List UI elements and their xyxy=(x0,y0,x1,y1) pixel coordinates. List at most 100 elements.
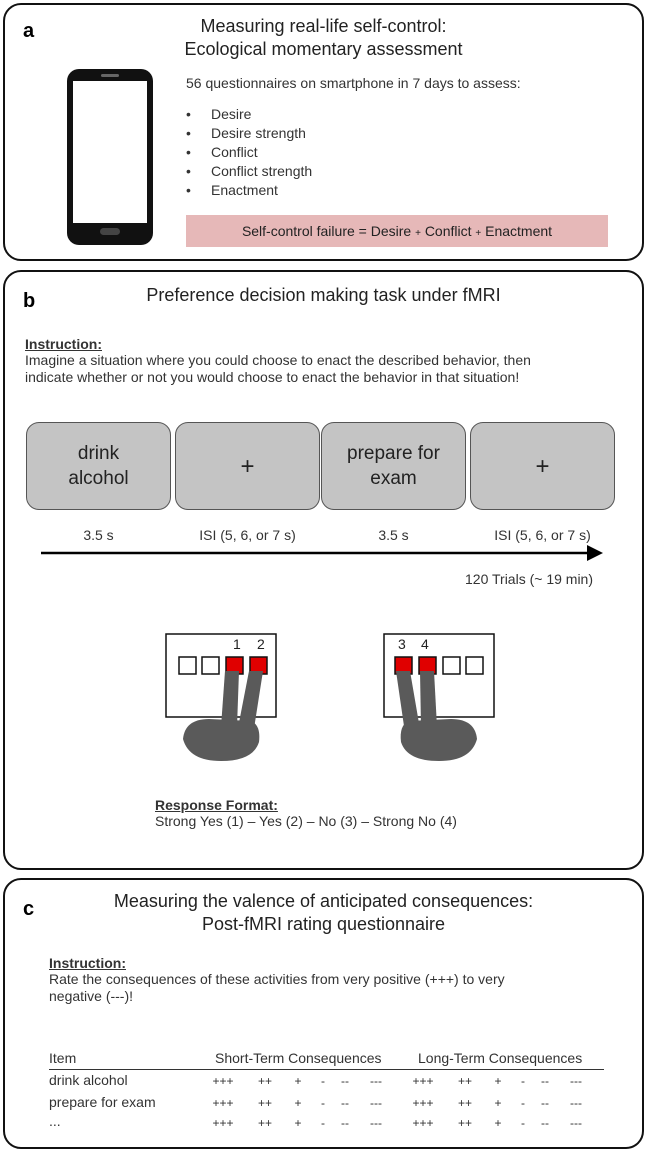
hand-icon xyxy=(183,671,263,761)
panel-letter: a xyxy=(23,20,35,42)
trial-text: alcohol xyxy=(68,468,129,489)
instruction-block: Instruction: Rate the consequences of th… xyxy=(49,955,505,1005)
rating-scale-cell: + xyxy=(494,1096,502,1110)
panel-c: c Measuring the valence of anticipated c… xyxy=(3,878,644,1149)
duration-label: ISI (5, 6, or 7 s) xyxy=(199,527,296,543)
timeline-arrow xyxy=(41,545,603,561)
rating-scale-cell: - xyxy=(321,1074,325,1088)
list-item: Conflict strength xyxy=(186,162,312,181)
phone-screen xyxy=(73,81,147,223)
rating-scale-cell: ++ xyxy=(257,1116,272,1130)
rating-scale-cell: - xyxy=(521,1096,525,1110)
key-number: 1 xyxy=(233,636,241,652)
list-item: Conflict xyxy=(186,143,312,162)
rating-scale-cell: - xyxy=(521,1116,525,1130)
fixation-box: + xyxy=(470,422,615,510)
rating-scale-cell: + xyxy=(294,1116,302,1130)
instruction-heading: Instruction: xyxy=(25,336,102,352)
fixation-box: + xyxy=(175,422,320,510)
rating-scale-cell: -- xyxy=(341,1116,349,1130)
table-row-label: drink alcohol xyxy=(49,1072,128,1088)
panel-a: a Measuring real-life self-control: Ecol… xyxy=(3,3,644,261)
key-square xyxy=(465,656,484,675)
assessment-list: Desire Desire strength Conflict Conflict… xyxy=(186,105,312,200)
smartphone-icon xyxy=(67,69,153,245)
duration-label: ISI (5, 6, or 7 s) xyxy=(494,527,591,543)
fixation-cross: + xyxy=(535,452,550,480)
trial-text: drink xyxy=(77,443,120,464)
instruction-line: Imagine a situation where you could choo… xyxy=(25,352,531,368)
panel-b: b Preference decision making task under … xyxy=(3,270,644,870)
rating-scale-cell: ++ xyxy=(257,1096,272,1110)
rating-scale-cell: +++ xyxy=(412,1074,434,1088)
rating-scale-cell: + xyxy=(294,1096,302,1110)
list-item: Desire xyxy=(186,105,312,124)
plus-sign: + xyxy=(415,228,421,239)
key-number: 2 xyxy=(257,636,265,652)
self-control-formula: Self-control failure = Desire + Conflict… xyxy=(186,215,608,247)
hand-icon xyxy=(396,671,477,761)
rating-scale-cell: --- xyxy=(370,1074,382,1088)
table-divider xyxy=(49,1069,604,1070)
rating-scale-cell: +++ xyxy=(212,1074,234,1088)
instruction-line: Rate the consequences of these activitie… xyxy=(49,971,505,987)
rating-scale-cell: -- xyxy=(541,1096,549,1110)
rating-scale-cell: --- xyxy=(570,1116,582,1130)
instruction-line: indicate whether or not you would choose… xyxy=(25,369,520,385)
table-row-label: prepare for exam xyxy=(49,1094,156,1110)
title-line-2: Post-fMRI rating questionnaire xyxy=(201,914,446,934)
phone-speaker xyxy=(101,74,119,77)
rating-scale-cell: - xyxy=(521,1074,525,1088)
trials-note: 120 Trials (~ 19 min) xyxy=(465,571,593,587)
column-header-short-term: Short-Term Consequences xyxy=(215,1050,382,1066)
panel-letter: b xyxy=(23,290,36,312)
formula-term: Enactment xyxy=(485,223,553,239)
instruction-block: Instruction: Imagine a situation where y… xyxy=(25,336,531,386)
ema-intro: 56 questionnaires on smartphone in 7 day… xyxy=(186,75,521,91)
rating-scale-cell: - xyxy=(321,1096,325,1110)
rating-scale-cell: +++ xyxy=(412,1096,434,1110)
response-box-left xyxy=(165,633,277,761)
key-square xyxy=(201,656,220,675)
plus-sign: + xyxy=(475,228,482,239)
rating-scale-cell: +++ xyxy=(212,1096,234,1110)
fixation-cross: + xyxy=(240,452,255,480)
rating-scale-cell: -- xyxy=(341,1096,349,1110)
rating-scale-cell: --- xyxy=(370,1096,382,1110)
arrow-head-icon xyxy=(587,545,603,561)
rating-scale-cell: +++ xyxy=(412,1116,434,1130)
panel-title: Preference decision making task under fM… xyxy=(146,285,501,305)
response-format-heading: Response Format: xyxy=(155,797,278,813)
response-box-right xyxy=(383,633,495,761)
rating-scale-cell: --- xyxy=(570,1074,582,1088)
response-format: Response Format: Strong Yes (1) – Yes (2… xyxy=(155,797,457,830)
phone-home-button xyxy=(100,228,120,235)
rating-scale-cell: -- xyxy=(541,1116,549,1130)
list-item: Enactment xyxy=(186,181,312,200)
formula-term: Conflict xyxy=(424,223,472,239)
key-square xyxy=(178,656,197,675)
rating-scale-cell: + xyxy=(494,1116,502,1130)
rating-scale-cell: --- xyxy=(370,1116,382,1130)
panel-title: Measuring real-life self-control: Ecolog… xyxy=(5,15,642,61)
rating-scale-cell: ++ xyxy=(257,1074,272,1088)
instruction-line: negative (---)! xyxy=(49,988,134,1004)
rating-scale-cell: -- xyxy=(541,1074,549,1088)
panel-title: Measuring the valence of anticipated con… xyxy=(5,890,642,936)
key-square xyxy=(442,656,461,675)
rating-scale-cell: ++ xyxy=(457,1096,472,1110)
rating-scale-cell: ++ xyxy=(457,1116,472,1130)
duration-label: 3.5 s xyxy=(83,527,114,543)
table-row-label: ... xyxy=(49,1113,61,1129)
key-number: 3 xyxy=(398,636,406,652)
rating-scale-cell: + xyxy=(494,1074,502,1088)
title-line-1: Measuring the valence of anticipated con… xyxy=(113,891,534,911)
column-header-item: Item xyxy=(49,1050,77,1066)
rating-scale-cell: +++ xyxy=(212,1116,234,1130)
column-header-long-term: Long-Term Consequences xyxy=(418,1050,583,1066)
response-format-text: Strong Yes (1) – Yes (2) – No (3) – Stro… xyxy=(155,813,457,829)
rating-scale-cell: -- xyxy=(341,1074,349,1088)
list-item: Desire strength xyxy=(186,124,312,143)
rating-scale-cell: ++ xyxy=(457,1074,472,1088)
